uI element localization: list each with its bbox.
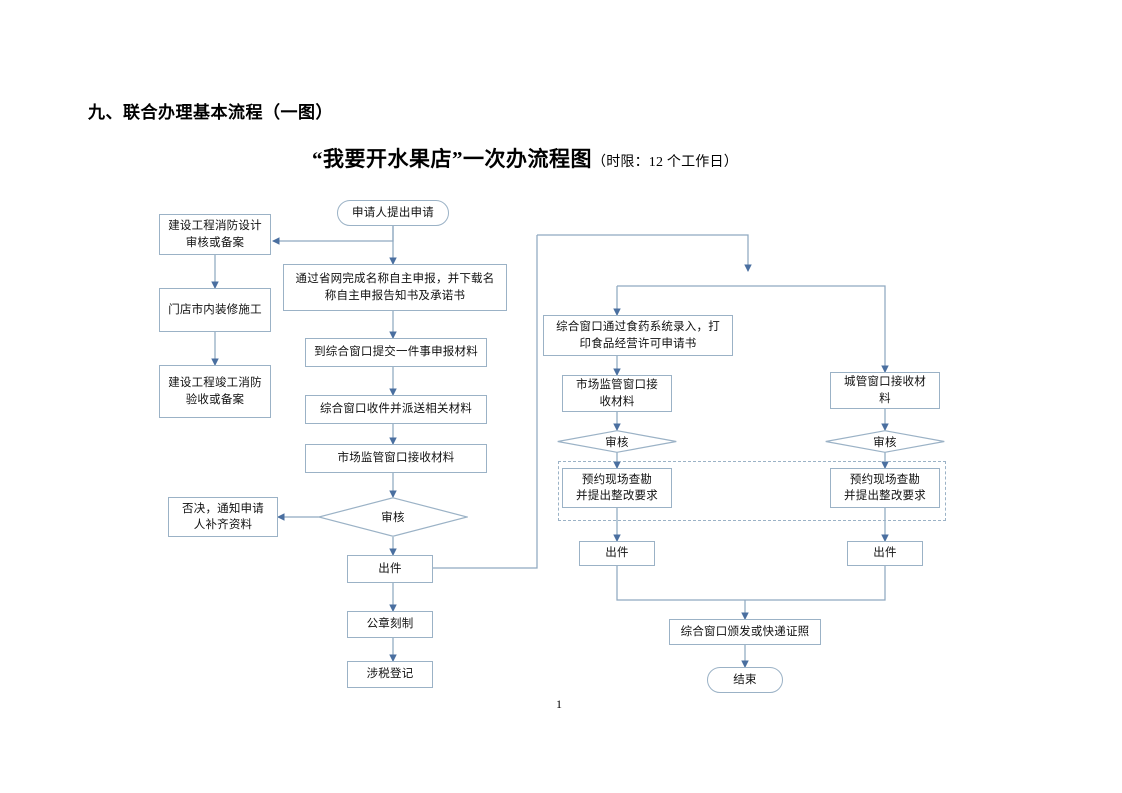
node-submit-window[interactable]: 到综合窗口提交一件事申报材料 [305, 338, 487, 367]
diamond-shape-review-right [825, 430, 945, 453]
node-review-center-label: 审核 [381, 512, 405, 524]
chart-title-note: （时限：12 个工作日） [592, 155, 738, 170]
diamond-shape-review-center [318, 497, 468, 537]
node-reject-notice-label: 否决，通知申请 人补齐资料 [182, 502, 264, 531]
node-start-label: 申请人提出申请 [352, 206, 434, 219]
node-window-receive-dispatch-label: 综合窗口收件并派送相关材料 [319, 403, 473, 416]
node-start[interactable]: 申请人提出申请 [337, 200, 449, 226]
node-site-survey-right-label: 预约现场查勘 并提出整改要求 [844, 473, 926, 502]
node-end-label: 结束 [733, 673, 757, 686]
node-food-drug-entry[interactable]: 综合窗口通过食药系统录入，打 印食品经营许可申请书 [543, 315, 733, 356]
node-window-receive-dispatch[interactable]: 综合窗口收件并派送相关材料 [305, 395, 487, 424]
node-site-survey-left[interactable]: 预约现场查勘 并提出整改要求 [562, 468, 672, 508]
node-name-declare-label: 通过省网完成名称自主申报，并下载名 称自主申报告知书及承诺书 [295, 273, 495, 302]
node-store-decoration-label: 门店市内装修施工 [168, 303, 262, 316]
node-urban-window-receive[interactable]: 城管窗口接收材 料 [830, 372, 940, 409]
page-number: 1 [556, 697, 562, 711]
node-review-right-label: 审核 [873, 436, 897, 449]
node-fire-acceptance-label: 建设工程竣工消防 验收或备案 [168, 377, 262, 406]
node-site-survey-left-label: 预约现场查勘 并提出整改要求 [576, 473, 658, 502]
node-seal-engraving[interactable]: 公章刻制 [347, 611, 433, 638]
node-name-declare[interactable]: 通过省网完成名称自主申报，并下载名 称自主申报告知书及承诺书 [283, 264, 507, 311]
node-issue-left[interactable]: 出件 [579, 541, 655, 566]
node-tax-registration[interactable]: 涉税登记 [347, 661, 433, 688]
node-fire-acceptance[interactable]: 建设工程竣工消防 验收或备案 [159, 365, 271, 418]
node-fire-design-label: 建设工程消防设计 审核或备案 [168, 220, 262, 249]
chart-title: “我要开水果店”一次办流程图 [312, 147, 592, 171]
node-store-decoration[interactable]: 门店市内装修施工 [159, 288, 271, 332]
site-survey-group-frame [558, 461, 946, 521]
node-issue-left-label: 出件 [605, 547, 629, 560]
node-review-left[interactable]: 审核 [557, 430, 677, 453]
node-review-right[interactable]: 审核 [825, 430, 945, 453]
node-reject-notice[interactable]: 否决，通知申请 人补齐资料 [168, 497, 278, 537]
section-heading: 九、联合办理基本流程（一图） [88, 103, 333, 122]
node-submit-window-label: 到综合窗口提交一件事申报材料 [314, 346, 478, 359]
node-review-left-label: 审核 [605, 436, 629, 449]
node-window-issue-license-label: 综合窗口颁发或快递证照 [680, 625, 810, 638]
node-fire-design[interactable]: 建设工程消防设计 审核或备案 [159, 214, 271, 255]
node-review-center[interactable]: 审核 [318, 497, 468, 537]
node-market-window-receive[interactable]: 市场监管窗口接收材料 [305, 444, 487, 473]
node-issue-right-label: 出件 [873, 547, 897, 560]
node-seal-engraving-label: 公章刻制 [366, 618, 414, 631]
node-tax-registration-label: 涉税登记 [366, 668, 414, 681]
node-end[interactable]: 结束 [707, 667, 783, 693]
node-urban-window-receive-label: 城管窗口接收材 料 [844, 376, 926, 405]
node-issue-right[interactable]: 出件 [847, 541, 923, 566]
node-market-window-receive-right-label: 市场监管窗口接 收材料 [576, 379, 658, 408]
chart-title-row: “我要开水果店”一次办流程图（时限：12 个工作日） [312, 143, 738, 173]
node-site-survey-right[interactable]: 预约现场查勘 并提出整改要求 [830, 468, 940, 508]
diamond-shape-review-left [557, 430, 677, 453]
node-issue-center[interactable]: 出件 [347, 555, 433, 583]
node-market-window-receive-right[interactable]: 市场监管窗口接 收材料 [562, 375, 672, 412]
node-market-window-receive-label: 市场监管窗口接收材料 [337, 452, 455, 465]
node-food-drug-entry-label: 综合窗口通过食药系统录入，打 印食品经营许可申请书 [556, 321, 720, 350]
node-window-issue-license[interactable]: 综合窗口颁发或快递证照 [669, 619, 821, 645]
node-issue-center-label: 出件 [378, 562, 402, 575]
